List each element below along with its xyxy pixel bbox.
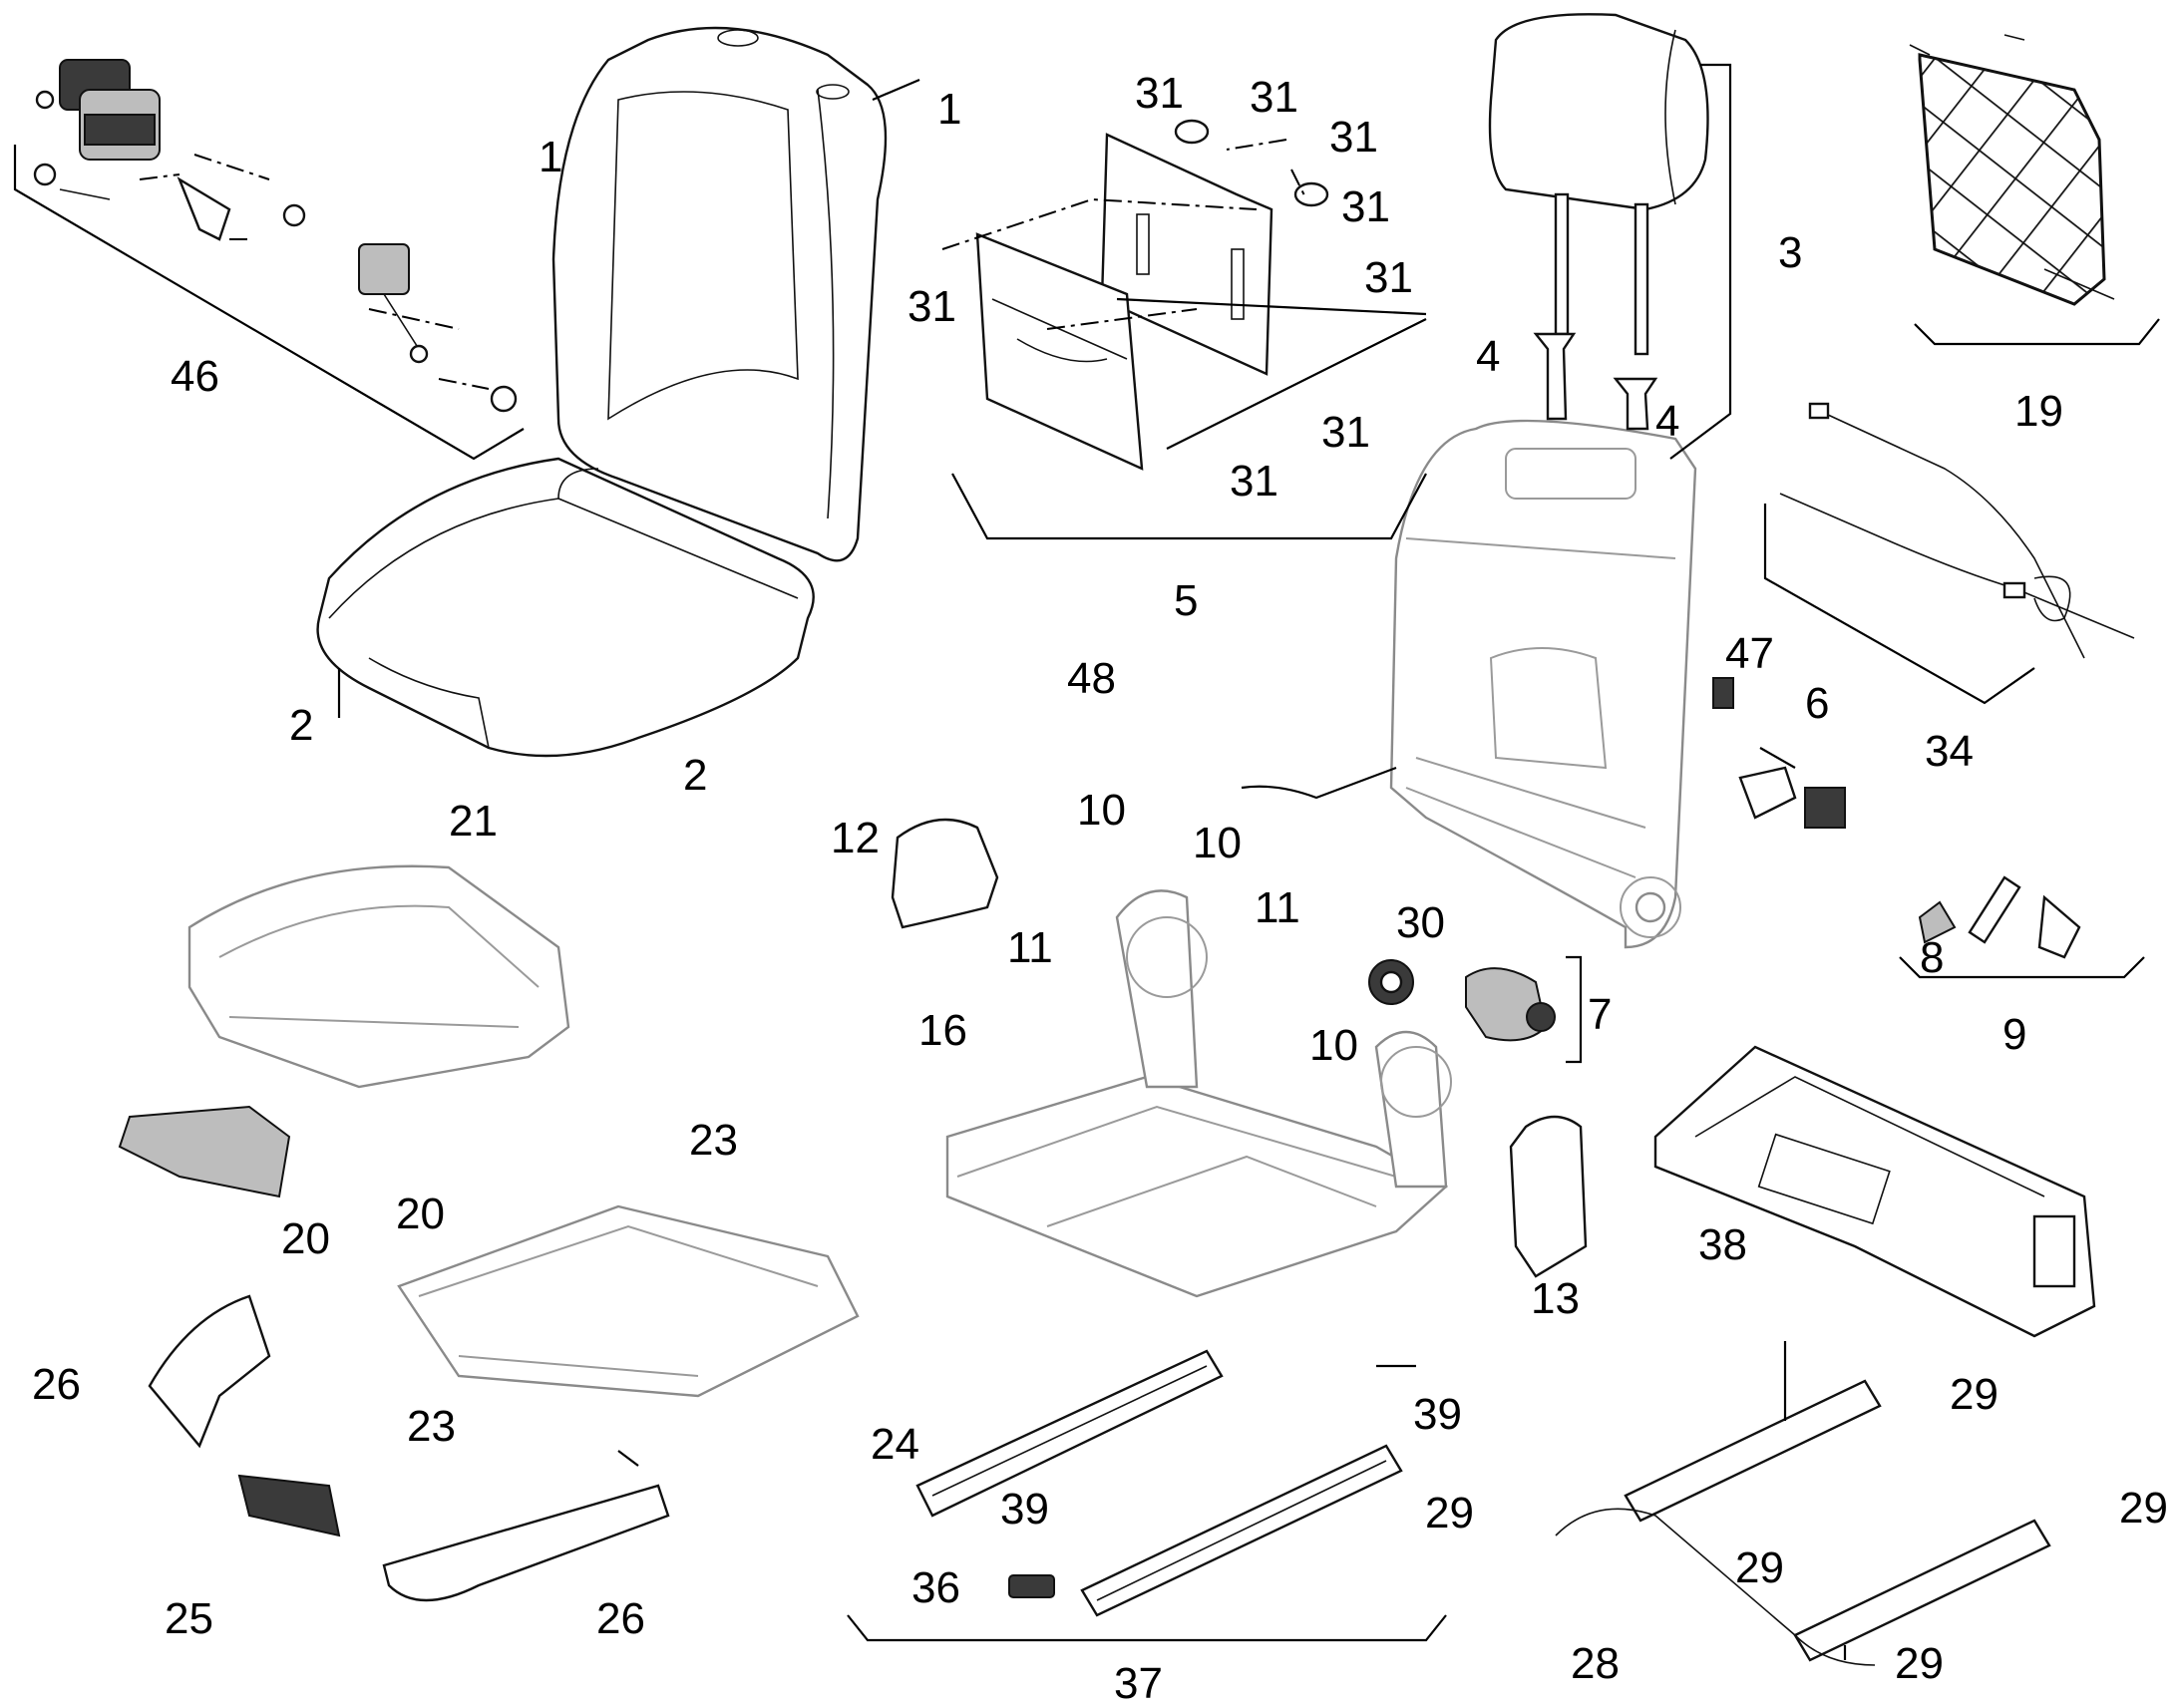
latch-assembly [1899,875,2145,979]
switch-47 [1712,677,1734,709]
callout-label: 29 [2119,1484,2168,1533]
callout-label: 2 [683,751,707,800]
trim-20 [118,1105,291,1198]
headrest [1488,13,1709,356]
adjuster-rails [1555,1379,2051,1666]
callout-label: 5 [1174,576,1198,625]
callout-label: 1 [539,133,562,181]
callout-label: 29 [1950,1370,1998,1419]
side-cover-12 [891,818,999,929]
recliner-spring [1368,959,1414,1005]
callout-label: 10 [1077,786,1126,835]
headrest-guide [1533,332,1658,431]
mounting-bracket [1653,1045,2096,1338]
callout-label: 47 [1725,629,1774,678]
callout-label: 7 [1588,990,1612,1039]
bracket-3 [1669,63,1732,460]
callout-label: 31 [1135,69,1184,118]
callout-label: 37 [1114,1659,1163,1708]
actuator-36 [1008,1574,1055,1598]
front-trim-left [148,1294,271,1449]
callout-label: 20 [281,1214,330,1263]
callout-label: 1 [937,85,961,134]
callout-label: 4 [1476,332,1500,381]
cover-25 [237,1474,341,1537]
callout-label: 30 [1396,898,1445,947]
leader-lines [337,78,1847,1660]
callout-label: 31 [1230,457,1278,506]
callout-label: 11 [1255,883,1300,932]
callout-label: 19 [2014,387,2063,436]
callout-label: 12 [831,814,880,862]
callout-label: 31 [1329,113,1378,162]
back-panel-assembly [941,119,1427,540]
callout-label: 31 [1364,253,1413,302]
callout-label: 48 [1067,654,1116,703]
wiring-harness [1763,402,2135,705]
callout-label: 13 [1531,1274,1580,1323]
callout-label: 26 [32,1360,81,1409]
callout-label: 31 [1321,408,1370,457]
callout-label: 23 [407,1402,456,1451]
callout-label: 2 [289,701,313,750]
seat-back-net [1909,34,2160,346]
callout-label: 10 [1193,819,1242,867]
callout-label: 39 [1000,1485,1049,1534]
seat-bottom-cushion [316,457,815,758]
callout-label: 36 [911,1563,960,1612]
callout-label: 46 [171,352,219,401]
callout-label: 24 [871,1420,919,1469]
callout-label: 26 [596,1594,645,1643]
callout-label: 9 [2002,1010,2026,1059]
callout-label: 31 [1250,73,1298,122]
callout-label: 38 [1698,1220,1747,1269]
side-cover-13 [1509,1115,1588,1278]
seat-track-right [1080,1444,1403,1617]
callout-label: 25 [165,1594,213,1643]
callout-label: 31 [1341,182,1390,231]
callout-label: 29 [1895,1639,1944,1688]
callout-label: 16 [918,1006,967,1055]
seat-base-frame [945,889,1452,1298]
callout-label: 23 [689,1116,738,1165]
callout-label: 28 [1571,1639,1620,1688]
seat-pan-upper [187,864,570,1089]
seat-pan-lower [397,1204,860,1398]
front-trim-right [382,1484,670,1602]
callout-label: 39 [1413,1390,1462,1439]
callout-label: 10 [1309,1021,1358,1070]
callout-label: 8 [1920,933,1944,982]
callout-label: 6 [1805,679,1829,728]
callout-label: 11 [1007,923,1053,972]
seat-back-frame [1389,419,1697,949]
callout-label: 21 [449,797,498,846]
callout-label: 31 [908,282,956,331]
callout-label: 34 [1925,727,1974,776]
seat-back-cushion [551,26,888,562]
callout-label: 3 [1778,228,1802,277]
callout-label: 20 [396,1190,445,1238]
seat-belt-assembly [13,59,525,461]
seat-track-left [915,1349,1224,1518]
callout-label: 29 [1425,1489,1474,1537]
switch-assembly-6 [1738,766,1846,829]
recliner-motor [1465,967,1556,1042]
callout-label: 29 [1735,1543,1784,1592]
callout-label: 4 [1655,397,1679,446]
